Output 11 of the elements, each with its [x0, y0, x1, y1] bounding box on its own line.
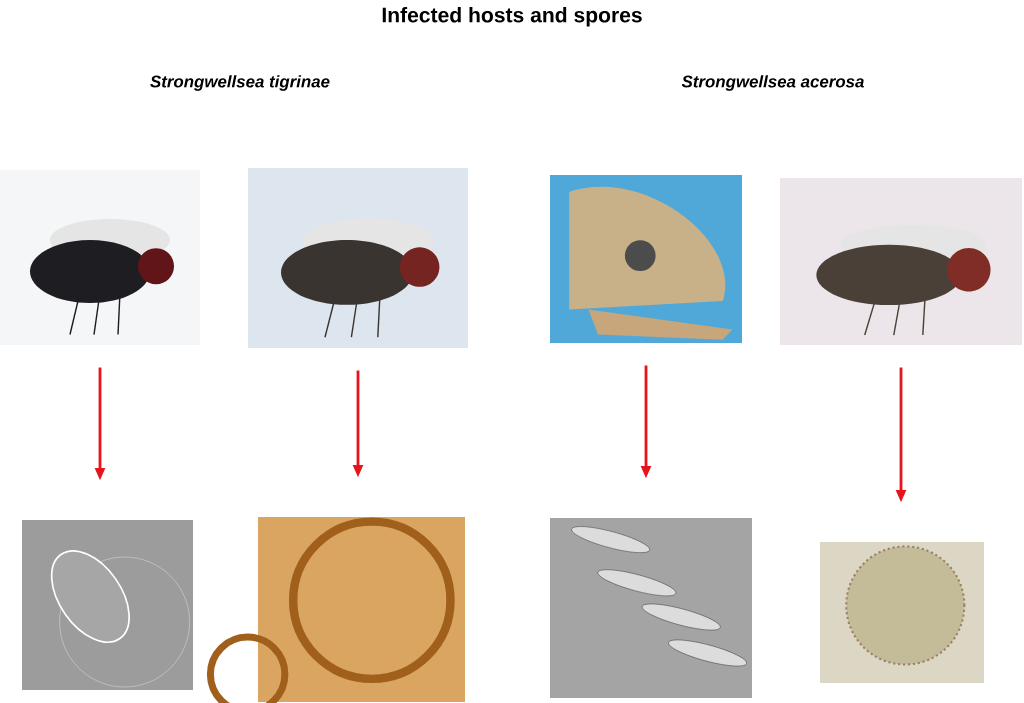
spore-photo: [22, 520, 193, 690]
fly-photo: [0, 170, 200, 346]
spore-photo: [206, 517, 465, 703]
species-label: Strongwellsea acerosa: [681, 75, 864, 91]
species-label: Strongwellsea tigrinae: [150, 75, 330, 91]
fly-photo: [780, 178, 1022, 346]
fly-photo: [550, 175, 742, 343]
spore-photo: [820, 542, 984, 683]
spore-photo: [550, 518, 752, 698]
fly-photo: [248, 168, 468, 348]
title: Infected hosts and spores: [382, 6, 642, 27]
